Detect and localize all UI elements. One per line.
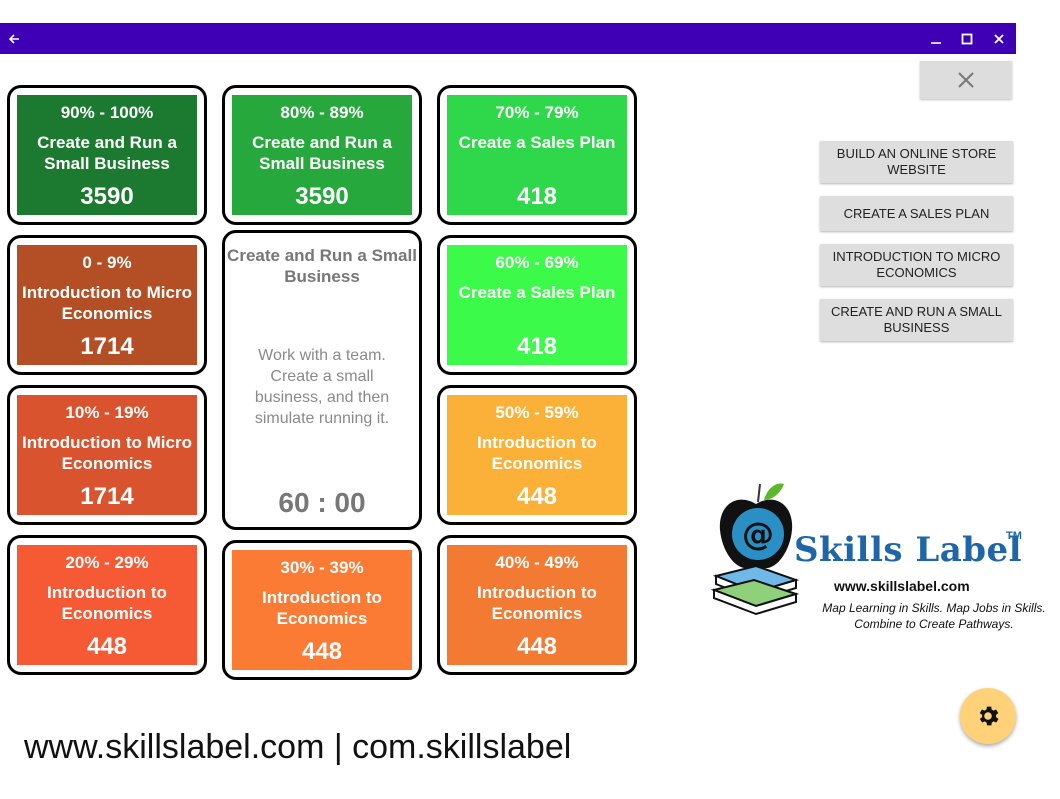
- grade-card[interactable]: 60% - 69% Create a Sales Plan 418: [437, 235, 637, 375]
- card-title: Introduction to Economics: [262, 588, 382, 628]
- card-fill: 90% - 100% Create and Run a Small Busine…: [17, 95, 197, 215]
- grade-card[interactable]: 40% - 49% Introduction to Economics 448: [437, 535, 637, 675]
- back-arrow-icon[interactable]: [0, 23, 28, 54]
- logo-name: Skills Label: [794, 530, 1023, 570]
- card-range: 10% - 19%: [65, 403, 149, 422]
- card-count: 3590: [80, 183, 134, 210]
- card-fill: 60% - 69% Create a Sales Plan 418: [447, 245, 627, 365]
- card-range: 70% - 79%: [495, 103, 579, 122]
- footer-text: www.skillslabel.com | com.skillslabel: [24, 728, 572, 766]
- card-count: 448: [86, 633, 128, 660]
- gear-icon: [979, 706, 999, 726]
- card-fill: 30% - 39% Introduction to Economics 448: [232, 550, 412, 670]
- card-range: 90% - 100%: [60, 103, 154, 122]
- card-count: 448: [516, 633, 558, 660]
- card-count: 418: [516, 183, 558, 210]
- card-fill: 0 - 9% Introduction to Micro Economics 1…: [17, 245, 197, 365]
- course-button-micro-economics[interactable]: INTRODUCTION TO MICRO ECONOMICS: [820, 244, 1013, 286]
- course-button-online-store[interactable]: BUILD AN ONLINE STORE WEBSITE: [820, 141, 1013, 183]
- course-button-small-business[interactable]: CREATE AND RUN A SMALL BUSINESS: [820, 299, 1013, 341]
- card-fill: 80% - 89% Create and Run a Small Busines…: [232, 95, 412, 215]
- card-title: Introduction to Economics: [477, 583, 597, 623]
- card-fill: 20% - 29% Introduction to Economics 448: [17, 545, 197, 665]
- card-range: 50% - 59%: [495, 403, 579, 422]
- card-range: 0 - 9%: [82, 253, 132, 272]
- title-bar: [0, 23, 1016, 54]
- logo-url: www.skillslabel.com: [834, 578, 970, 594]
- card-fill: 40% - 49% Introduction to Economics 448: [447, 545, 627, 665]
- card-fill: 70% - 79% Create a Sales Plan 418: [447, 95, 627, 215]
- grade-card[interactable]: 30% - 39% Introduction to Economics 448: [222, 540, 422, 680]
- card-fill: 50% - 59% Introduction to Economics 448: [447, 395, 627, 515]
- card-range: 20% - 29%: [65, 553, 149, 572]
- card-range: 30% - 39%: [280, 558, 364, 577]
- card-count: 3590: [295, 183, 349, 210]
- card-range: 80% - 89%: [280, 103, 364, 122]
- course-detail-card: Create and Run a Small Business Work wit…: [222, 230, 422, 530]
- card-title: Introduction to Micro Economics: [22, 283, 192, 323]
- card-title: Introduction to Micro Economics: [22, 433, 192, 473]
- grade-card[interactable]: 0 - 9% Introduction to Micro Economics 1…: [7, 235, 207, 375]
- card-count: 418: [516, 333, 558, 360]
- grade-card[interactable]: 50% - 59% Introduction to Economics 448: [437, 385, 637, 525]
- grade-card[interactable]: 80% - 89% Create and Run a Small Busines…: [222, 85, 422, 225]
- skills-label-logo: @ Skills Label TM www.skillslabel.com Ma…: [706, 478, 1056, 638]
- card-range: 60% - 69%: [495, 253, 579, 272]
- course-button-sales-plan[interactable]: CREATE A SALES PLAN: [820, 196, 1013, 231]
- card-range: 40% - 49%: [495, 553, 579, 572]
- countdown-timer: 60 : 00: [278, 487, 366, 518]
- card-fill: 10% - 19% Introduction to Micro Economic…: [17, 395, 197, 515]
- grade-card[interactable]: 70% - 79% Create a Sales Plan 418: [437, 85, 637, 225]
- card-title: Introduction to Economics: [477, 433, 597, 473]
- minimize-icon[interactable]: [921, 23, 951, 54]
- card-count: 1714: [80, 483, 134, 510]
- close-icon[interactable]: [984, 23, 1014, 54]
- card-count: 448: [301, 638, 343, 665]
- card-title: Create a Sales Plan: [458, 283, 616, 302]
- settings-button[interactable]: [960, 688, 1016, 744]
- panel-close-button[interactable]: [920, 61, 1012, 99]
- card-count: 1714: [80, 333, 134, 360]
- maximize-icon[interactable]: [952, 23, 982, 54]
- close-icon: [958, 72, 974, 88]
- grade-card[interactable]: 20% - 29% Introduction to Economics 448: [7, 535, 207, 675]
- logo-trademark: TM: [1006, 530, 1022, 542]
- svg-text:@: @: [742, 515, 774, 553]
- apple-books-icon: @: [710, 483, 800, 616]
- grade-card[interactable]: 90% - 100% Create and Run a Small Busine…: [7, 85, 207, 225]
- card-title: Introduction to Economics: [47, 583, 167, 623]
- card-title: Create and Run a Small Business: [252, 133, 392, 173]
- card-count: 448: [516, 483, 558, 510]
- card-title: Create a Sales Plan: [458, 133, 616, 152]
- detail-description: Work with a team. Create a small busines…: [254, 347, 390, 427]
- logo-tagline: Map Learning in Skills. Map Jobs in Skil…: [822, 601, 1046, 631]
- detail-title: Create and Run a Small Business: [227, 246, 417, 286]
- card-title: Create and Run a Small Business: [37, 133, 177, 173]
- grade-card[interactable]: 10% - 19% Introduction to Micro Economic…: [7, 385, 207, 525]
